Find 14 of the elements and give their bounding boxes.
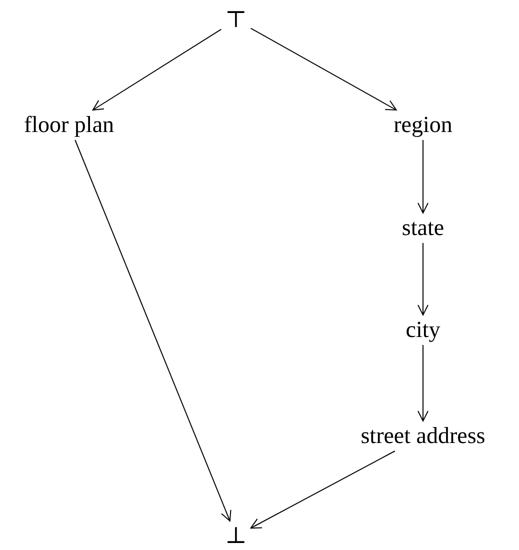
arrow <box>418 140 428 214</box>
arrow <box>250 450 396 529</box>
node-label: state <box>398 213 448 243</box>
arrow <box>418 242 428 316</box>
node-label: city <box>402 315 444 345</box>
arrow <box>92 28 222 110</box>
arrow <box>418 344 428 422</box>
node-label: ⊥ <box>221 521 251 550</box>
node-label: ⊤ <box>221 5 251 35</box>
node-label: region <box>390 110 456 140</box>
arrow <box>74 140 232 522</box>
node-label: floor plan <box>20 110 118 140</box>
node-label: street address <box>356 421 490 451</box>
arrow <box>250 28 397 110</box>
